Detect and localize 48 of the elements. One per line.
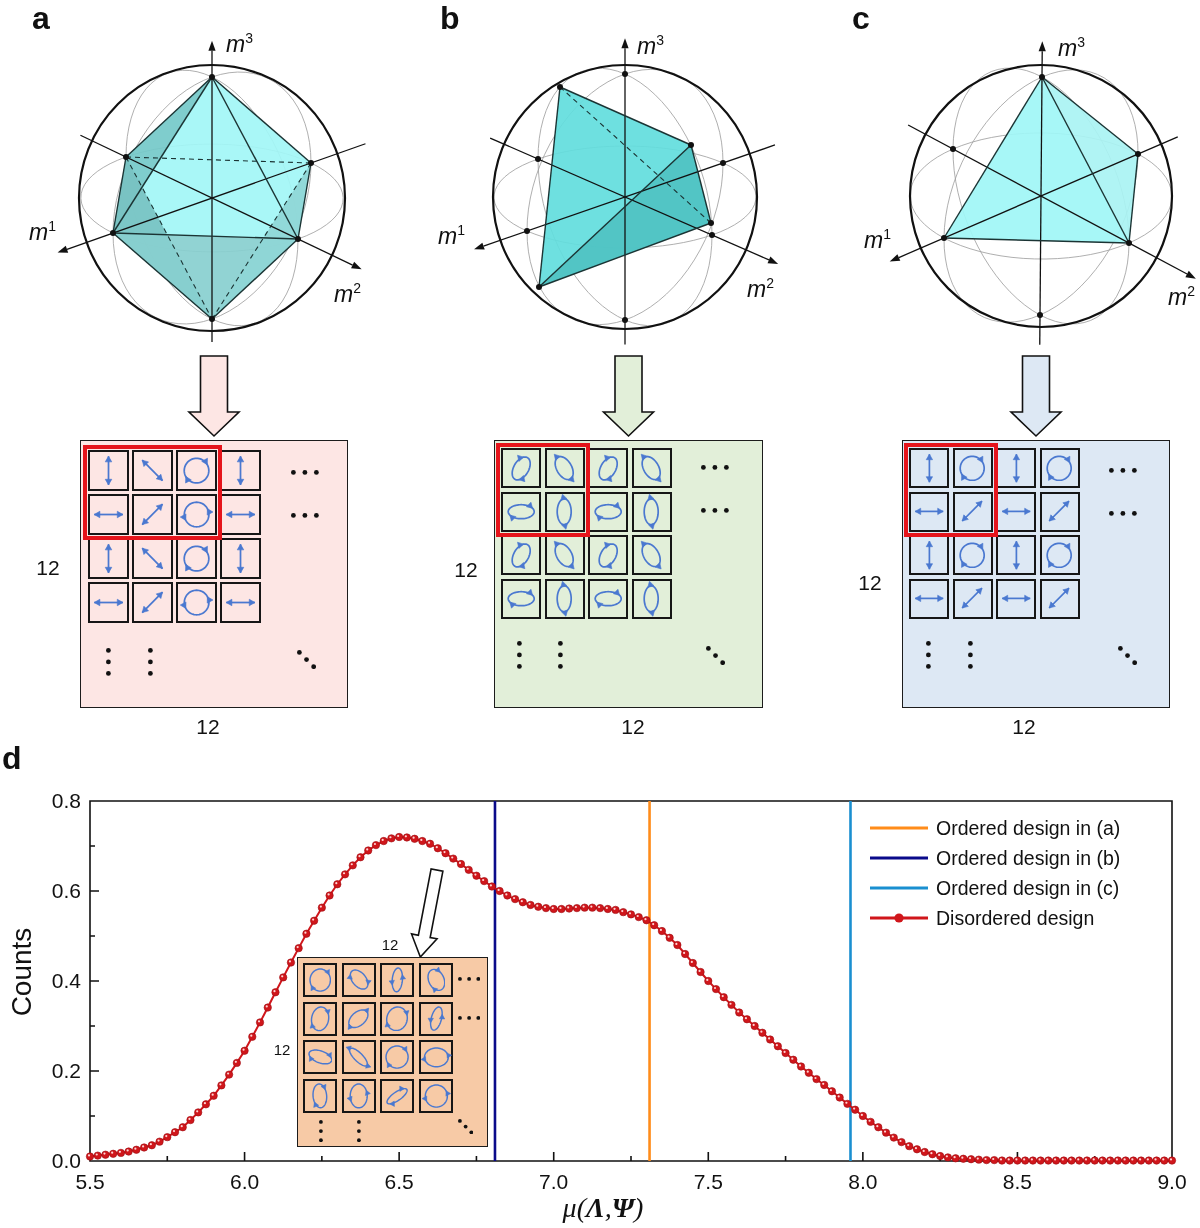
axis-label: m$^{1}$ (29, 219, 56, 245)
dimension-label: 12 (1012, 714, 1036, 740)
tick-label: 6.5 (384, 1170, 414, 1194)
panel-letter: c (852, 4, 870, 32)
cell-grid-panel (80, 440, 348, 708)
tick-label: 7.5 (693, 1170, 723, 1194)
dimension-label: 12 (858, 570, 882, 596)
hollow-arrow (1009, 355, 1063, 438)
legend-label: Disordered design (936, 907, 1095, 929)
hollow-arrow (187, 355, 241, 438)
tick-label: 0.4 (51, 969, 81, 993)
legend-label: Ordered design in (a) (936, 817, 1121, 839)
cell-grid-panel (297, 957, 488, 1147)
dimension-label: 12 (196, 714, 220, 740)
panel-letter: a (32, 4, 50, 32)
axis-label: m$^{2}$ (747, 276, 774, 302)
dimension-label: 12 (381, 936, 399, 954)
tick-label: 8.0 (848, 1170, 878, 1194)
tick-label: 6.0 (229, 1170, 260, 1194)
tick-label: 0.8 (51, 789, 81, 813)
hollow-arrow (601, 355, 656, 438)
tick-label: 0.6 (51, 879, 81, 903)
dimension-label: 12 (273, 1041, 291, 1059)
panel-letter: b (440, 4, 460, 32)
tick-label: 8.5 (1002, 1170, 1032, 1194)
panel-letter: d (2, 744, 22, 772)
axis-label: m$^{2}$ (334, 281, 361, 307)
dimension-label: 12 (454, 557, 478, 583)
cell-grid-panel (902, 440, 1170, 708)
hollow-arrow (410, 867, 444, 959)
axis-title: Counts (6, 927, 38, 1017)
axis-label: m$^{3}$ (226, 31, 253, 57)
axis-title: μ(Λ,Ψ) (562, 1192, 644, 1224)
axis-label: m$^{1}$ (438, 223, 465, 249)
dimension-label: 12 (621, 714, 645, 740)
tick-label: 5.5 (75, 1170, 105, 1194)
tick-label: 0.0 (51, 1149, 81, 1173)
tick-label: 0.2 (51, 1059, 81, 1083)
legend-label: Ordered design in (b) (936, 847, 1121, 869)
axis-label: m$^{1}$ (864, 227, 891, 253)
tick-label: 7.0 (539, 1170, 569, 1194)
axis-label: m$^{3}$ (1058, 35, 1085, 61)
legend-label: Ordered design in (c) (936, 877, 1120, 899)
tick-label: 9.0 (1157, 1170, 1187, 1194)
axis-label: m$^{2}$ (1168, 284, 1195, 310)
axis-label: m$^{3}$ (637, 33, 664, 59)
dimension-label: 12 (36, 555, 60, 581)
cell-grid-panel (494, 440, 763, 708)
